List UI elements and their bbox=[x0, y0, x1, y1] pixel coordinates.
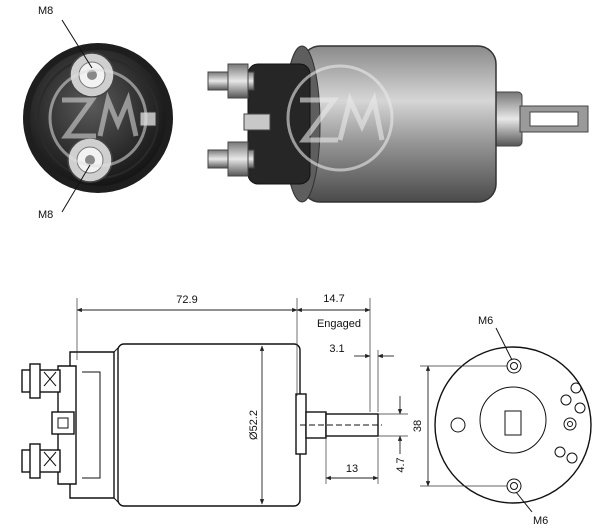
end-view-boss bbox=[479, 386, 547, 454]
bottom-terminal-bolt bbox=[67, 137, 113, 183]
thread-top-label: M8 bbox=[38, 5, 53, 17]
top-terminal-bolt bbox=[69, 52, 115, 98]
spade-terminal bbox=[139, 111, 157, 127]
end-view-slot bbox=[504, 410, 522, 436]
photo-side-view bbox=[207, 45, 589, 203]
dim-13-label: 13 bbox=[346, 463, 358, 475]
dim-72-9-label: 72.9 bbox=[176, 294, 197, 306]
drawing-end-view: 38 M6 M6 bbox=[412, 315, 592, 527]
thread-bottom-leader bbox=[61, 164, 91, 213]
drawing-plunger bbox=[325, 413, 379, 437]
plunger-tab bbox=[519, 105, 589, 133]
dim-38-label: 38 bbox=[412, 420, 424, 432]
dim-14-7-label: 14.7 bbox=[323, 293, 344, 305]
side-bottom-bolt bbox=[207, 141, 255, 177]
dim-3-1-label: 3.1 bbox=[329, 343, 344, 355]
dim-engaged-caption: Engaged bbox=[317, 318, 361, 330]
thread-top-leader bbox=[61, 19, 93, 69]
solenoid-body bbox=[301, 45, 497, 203]
thread-bottom-label: M8 bbox=[38, 209, 53, 221]
side-hole bbox=[450, 417, 466, 433]
drawing-spade bbox=[51, 411, 75, 435]
dim-4-7-label: 4.7 bbox=[395, 457, 407, 472]
end-view-outline bbox=[434, 346, 592, 504]
drawing-body bbox=[117, 343, 301, 507]
drawing-side-view: 72.9 14.7 Engaged 3.1 Ø52.2 13 4.7 bbox=[21, 293, 408, 507]
thread-m6-top-label: M6 bbox=[478, 315, 493, 327]
zm-watermark-logo bbox=[48, 68, 148, 168]
dim-diameter-label: Ø52.2 bbox=[248, 410, 260, 440]
side-top-bolt bbox=[207, 63, 255, 99]
side-spade-terminal bbox=[243, 113, 271, 131]
zm-watermark-logo-side bbox=[286, 64, 394, 172]
photo-end-view: M8 M8 bbox=[23, 5, 173, 221]
thread-m6-bottom-label: M6 bbox=[533, 515, 548, 527]
